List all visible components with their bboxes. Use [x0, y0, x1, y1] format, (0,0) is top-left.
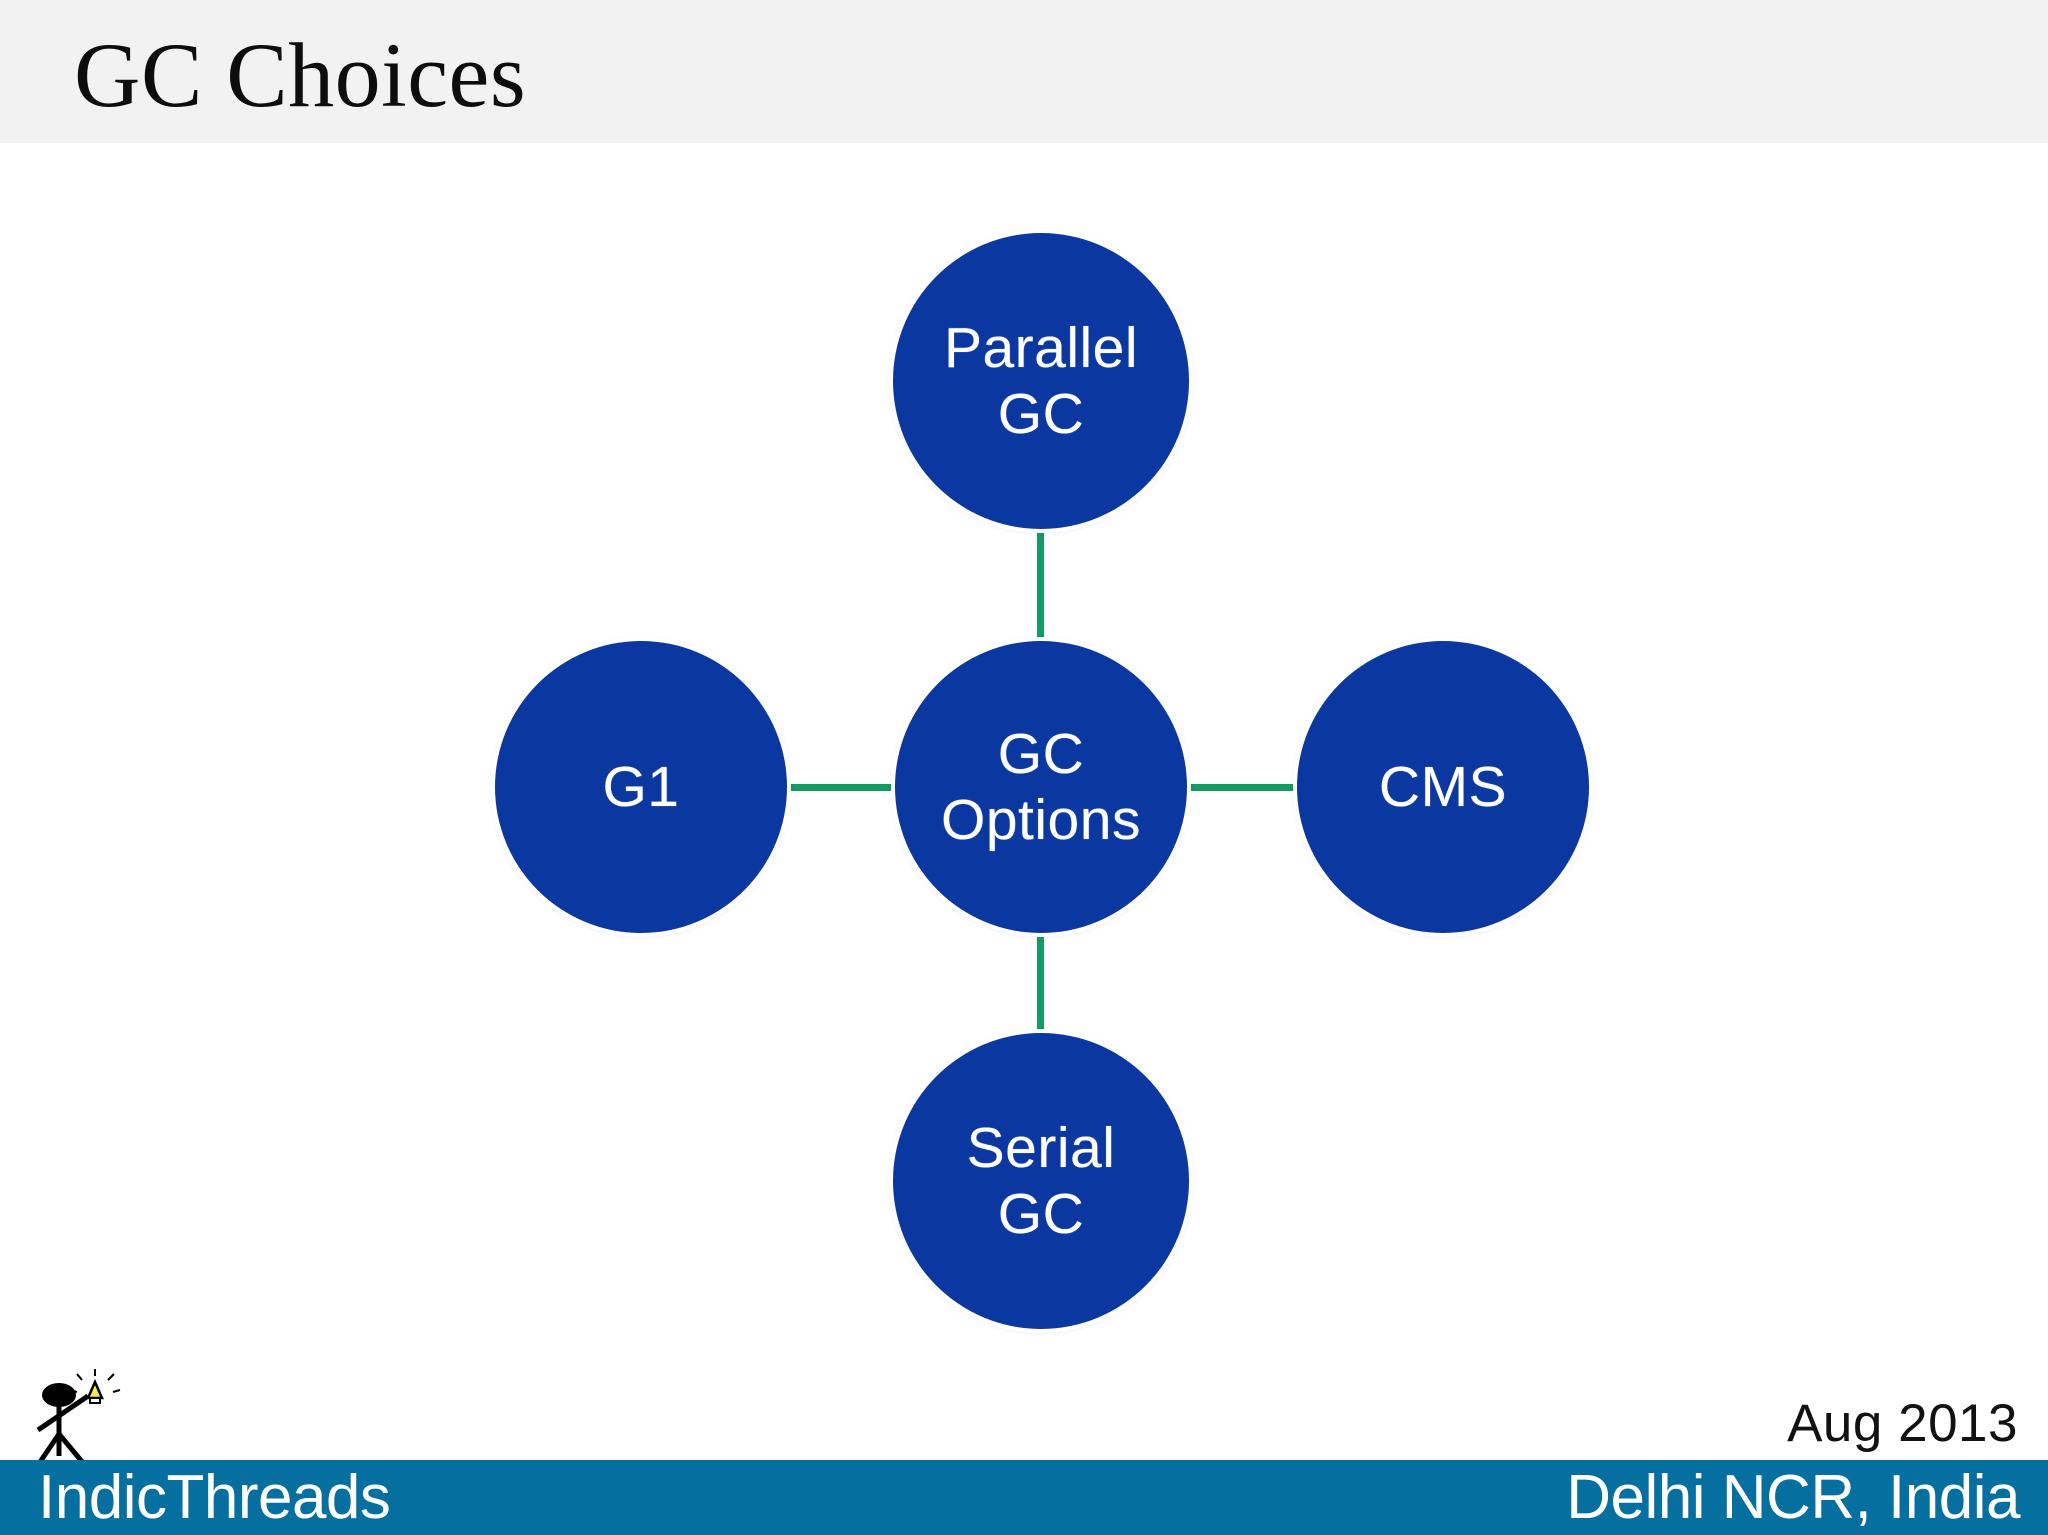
- connector-center-to-serial: [1037, 931, 1044, 1036]
- footer-brand: IndicThreads: [38, 1463, 391, 1532]
- slide-date: Aug 2013: [1787, 1394, 2018, 1453]
- connector-center-to-parallel: [1037, 533, 1044, 643]
- diagram-node-label: Serial GC: [966, 1116, 1116, 1246]
- footer-bar: [0, 1460, 2048, 1535]
- diagram-node-parallel-gc[interactable]: Parallel GC: [893, 233, 1189, 529]
- diagram-node-label: G1: [602, 755, 680, 819]
- diagram-node-label: CMS: [1378, 755, 1508, 819]
- page-title: GC Choices: [74, 24, 527, 126]
- diagram-node-gc-options[interactable]: GC Options: [895, 641, 1187, 933]
- connector-center-to-cms: [1184, 784, 1300, 791]
- diagram-node-cms[interactable]: CMS: [1297, 641, 1589, 933]
- diagram-node-serial-gc[interactable]: Serial GC: [893, 1033, 1189, 1329]
- gc-options-diagram: Parallel GC G1 GC Options CMS Serial GC: [0, 143, 2048, 1460]
- header-band: [0, 0, 2048, 143]
- connector-center-to-g1: [786, 784, 898, 791]
- footer-location: Delhi NCR, India: [1566, 1463, 2020, 1532]
- stick-figure-with-lightbulb-icon: [36, 1369, 121, 1466]
- diagram-node-label: Parallel GC: [943, 316, 1139, 446]
- diagram-node-label: GC Options: [941, 722, 1141, 852]
- diagram-node-g1[interactable]: G1: [495, 641, 787, 933]
